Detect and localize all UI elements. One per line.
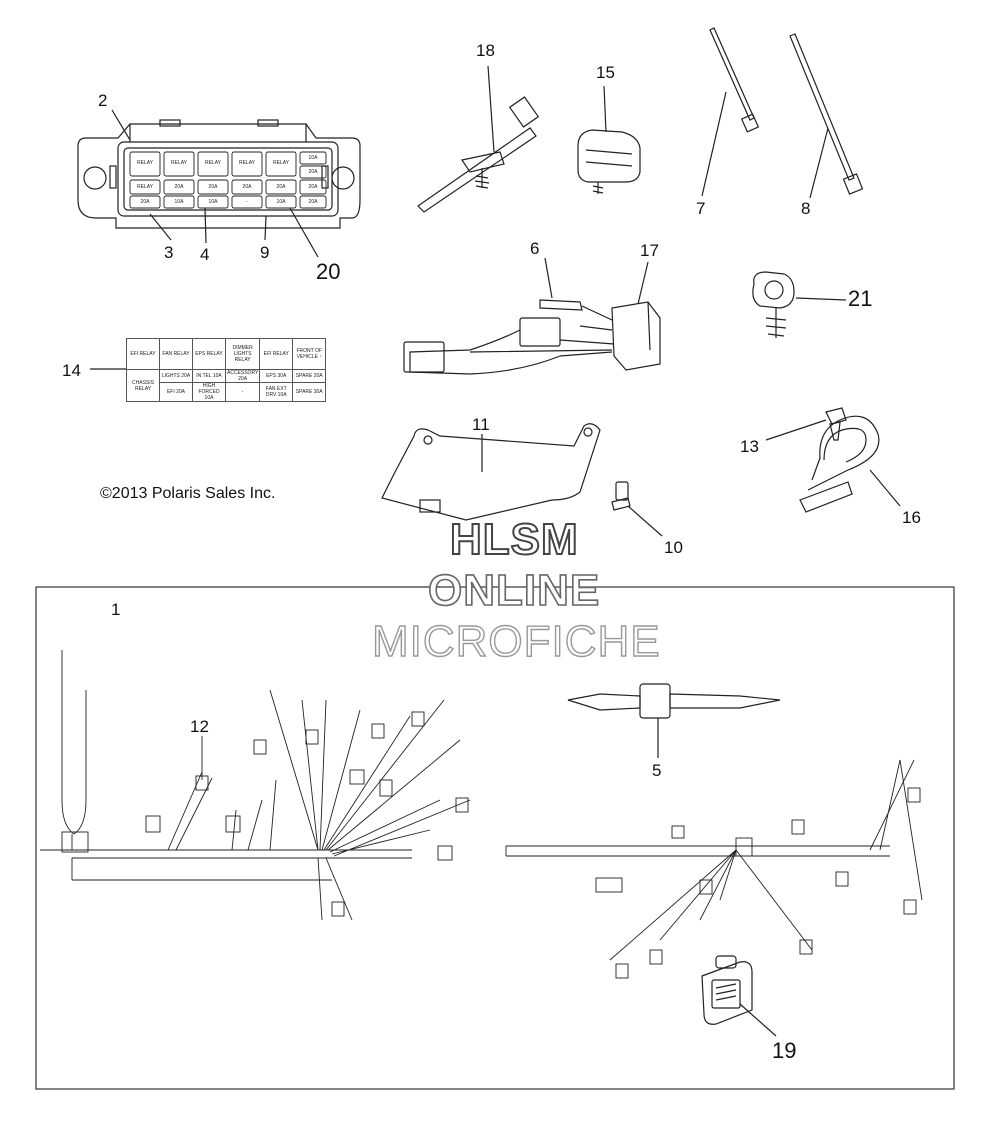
table-cell: EPS 30A bbox=[259, 369, 294, 383]
callout-8[interactable]: 8 bbox=[801, 199, 811, 218]
fuse-cell-label: 20A bbox=[140, 199, 150, 205]
fuse-cell-label: RELAY bbox=[170, 160, 188, 166]
table-cell: FAN EXT DRV 10A bbox=[259, 382, 294, 402]
main-harness-frame bbox=[35, 586, 955, 1090]
table-cell: SPARE 30A bbox=[292, 382, 327, 402]
callout-13[interactable]: 13 bbox=[740, 437, 759, 456]
table-cell: FAN RELAY bbox=[159, 338, 193, 370]
fuse-cell-label: RELAY bbox=[136, 160, 154, 166]
fuse-cell-label: 20A bbox=[208, 184, 218, 190]
diagnostic-connector[interactable] bbox=[701, 955, 777, 1037]
fuse-cell-label: 20A bbox=[308, 169, 318, 175]
cable-tie-small[interactable] bbox=[701, 27, 760, 197]
fuse-cell-label: - bbox=[246, 199, 248, 205]
table-cell: EFI RELAY bbox=[259, 338, 294, 370]
callout-15[interactable]: 15 bbox=[596, 63, 615, 82]
callout-7[interactable]: 7 bbox=[696, 199, 706, 218]
fuse-cell-label: 20A bbox=[308, 184, 318, 190]
callout-18[interactable]: 18 bbox=[476, 41, 495, 60]
table-cell: LIGHTS 20A bbox=[159, 369, 193, 383]
fuse-box-bracket[interactable] bbox=[381, 423, 601, 521]
table-cell: FRONT OF VEHICLE ↑ bbox=[292, 338, 327, 370]
table-cell: DIMMER LIGHTS RELAY bbox=[224, 338, 261, 370]
callout-3[interactable]: 3 bbox=[164, 243, 174, 262]
fuse-legend-table: EFI RELAY FAN RELAY EPS RELAY DIMMER LIG… bbox=[126, 338, 327, 402]
callout-14[interactable]: 14 bbox=[62, 361, 81, 380]
p-clamp[interactable] bbox=[799, 415, 901, 513]
callout-9[interactable]: 9 bbox=[260, 243, 270, 262]
table-cell: EFI 20A bbox=[159, 382, 193, 402]
fuse-cell-label: RELAY bbox=[204, 160, 222, 166]
callout-20[interactable]: 20 bbox=[316, 259, 341, 284]
main-harness-right[interactable] bbox=[505, 759, 923, 979]
callout-1[interactable]: 1 bbox=[111, 600, 121, 619]
table-cell: EPS RELAY bbox=[192, 338, 226, 370]
relay-jumper-harness[interactable] bbox=[403, 257, 661, 375]
callout-11[interactable]: 11 bbox=[472, 415, 490, 434]
table-cell: CHASSIS RELAY bbox=[126, 369, 160, 402]
fuse-cell-label: 20A bbox=[276, 184, 286, 190]
callout-16[interactable]: 16 bbox=[902, 508, 921, 527]
cable-tie-push-mount[interactable] bbox=[417, 65, 540, 213]
main-harness-left[interactable] bbox=[40, 650, 471, 921]
table-cell: ACCESSORY 20A bbox=[224, 369, 261, 383]
cable-tie-large[interactable] bbox=[789, 33, 864, 199]
fuse-cell-label: 20A bbox=[308, 199, 318, 205]
callout-10[interactable]: 10 bbox=[664, 538, 683, 557]
callout-12[interactable]: 12 bbox=[190, 717, 209, 736]
table-cell: SPARE 20A bbox=[292, 369, 327, 383]
fuse-cell-label: RELAY bbox=[272, 160, 290, 166]
fuse-cell-label: 10A bbox=[208, 199, 218, 205]
push-rivet[interactable] bbox=[611, 481, 663, 537]
fuse-cell-label: RELAY bbox=[136, 184, 154, 190]
fuse-cell-label: 10A bbox=[174, 199, 184, 205]
fuse-relay-box[interactable] bbox=[77, 119, 361, 229]
copyright-text: ©2013 Polaris Sales Inc. bbox=[100, 485, 276, 502]
table-cell: EFI RELAY bbox=[126, 338, 160, 370]
callout-4[interactable]: 4 bbox=[200, 245, 210, 264]
callout-2[interactable]: 2 bbox=[98, 91, 108, 110]
callout-21[interactable]: 21 bbox=[848, 286, 873, 311]
callout-6[interactable]: 6 bbox=[530, 239, 540, 258]
fuse-cell-label: 20A bbox=[174, 184, 184, 190]
callout-17[interactable]: 17 bbox=[640, 241, 659, 260]
fuse-cell-label: 10A bbox=[308, 155, 318, 161]
callout-5[interactable]: 5 bbox=[652, 761, 662, 780]
fuse-cell-label: RELAY bbox=[238, 160, 256, 166]
table-cell: - bbox=[224, 382, 261, 402]
fir-tree-clip[interactable] bbox=[752, 271, 847, 338]
table-cell: HIGH FORCED 10A bbox=[192, 382, 226, 402]
fuse-cell-label: 10A bbox=[276, 199, 286, 205]
callout-19[interactable]: 19 bbox=[772, 1038, 797, 1063]
harness-connector-clip[interactable] bbox=[577, 85, 641, 194]
fuse-jumper-harness[interactable] bbox=[567, 683, 781, 758]
table-cell: IN TEL 10A bbox=[192, 369, 226, 383]
fuse-cell-label: 20A bbox=[242, 184, 252, 190]
